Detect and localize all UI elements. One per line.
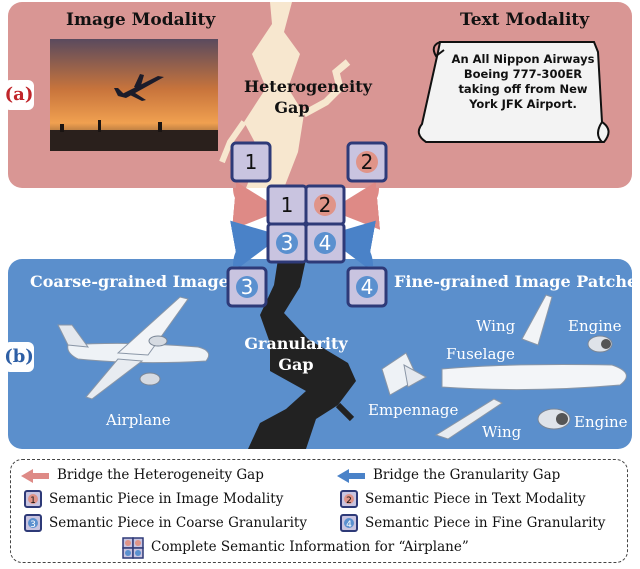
puzzle-piece-icon [230, 141, 272, 183]
legend-piece-image: Semantic Piece in Image Modality [49, 491, 284, 507]
svg-text:3: 3 [30, 520, 36, 530]
svg-text:4: 4 [346, 520, 352, 530]
heterogeneity-gap-label: Heterogeneity Gap [244, 77, 372, 117]
svg-text:1: 1 [30, 496, 36, 506]
legend-piece-coarse: Semantic Piece in Coarse Granularity [49, 515, 307, 531]
piece-number: 3 [241, 275, 254, 299]
scroll-icon [417, 41, 610, 143]
legend-piece-fine: Semantic Piece in Fine Granularity [365, 515, 606, 531]
arrow-hetero-right [330, 181, 381, 230]
legend-gran-bridge: Bridge the Granularity Gap [373, 467, 561, 483]
complete-puzzle-icon [122, 537, 144, 559]
pink-arrow-icon [21, 469, 49, 483]
granularity-gap-label: Granularity Gap [244, 334, 348, 374]
part-label-engine-top: Engine [568, 317, 622, 335]
granularity-crack [248, 259, 356, 449]
image-modality-heading: Image Modality [66, 10, 216, 30]
legend-icons: 1 2 3 4 [21, 469, 365, 559]
panel-heterogeneity: Image Modality Text Modality Heterogenei… [8, 2, 632, 188]
arrow-gran-right [324, 220, 376, 268]
part-label-wing-bottom: Wing [482, 423, 522, 441]
panel-a-tag: (a) [4, 80, 34, 110]
fine-airplane-patches [381, 294, 627, 440]
svg-text:2: 2 [346, 496, 352, 506]
airplane-takeoff-photo [50, 39, 218, 151]
airplane-label: Airplane [106, 411, 171, 429]
arrow-hetero-left [231, 181, 282, 230]
legend-complete: Complete Semantic Information for “Airpl… [151, 539, 469, 555]
part-label-fuselage: Fuselage [446, 345, 515, 363]
piece-number: 4 [319, 231, 332, 255]
coarse-heading: Coarse-grained Image [30, 272, 229, 291]
panel-granularity: Coarse-grained Image Fine-grained Image … [8, 259, 632, 449]
coarse-airplane-illustration [57, 296, 210, 400]
panel-b-tag: (b) [4, 342, 34, 372]
part-label-empennage: Empennage [368, 401, 459, 419]
fine-heading: Fine-grained Image Patches [394, 272, 632, 291]
blue-arrow-icon [337, 469, 365, 483]
scroll-caption: An All Nippon Airways Boeing 777-300ER t… [451, 52, 595, 111]
arrow-gran-left [230, 220, 282, 268]
text-modality-heading: Text Modality [460, 10, 590, 30]
piece-number: 3 [281, 231, 294, 255]
part-label-engine-bottom: Engine [574, 413, 628, 431]
legend: 1 2 3 4 Bridge the Heterogeneity Gap Bri… [10, 459, 628, 563]
legend-hetero-bridge: Bridge the Heterogeneity Gap [57, 467, 264, 483]
piece-number: 2 [361, 150, 374, 174]
piece-number: 1 [281, 193, 294, 217]
piece-number: 4 [361, 275, 374, 299]
legend-piece-text: Semantic Piece in Text Modality [365, 491, 586, 507]
piece-number: 1 [245, 150, 258, 174]
part-label-wing-top: Wing [476, 317, 516, 335]
piece-number: 2 [319, 193, 332, 217]
